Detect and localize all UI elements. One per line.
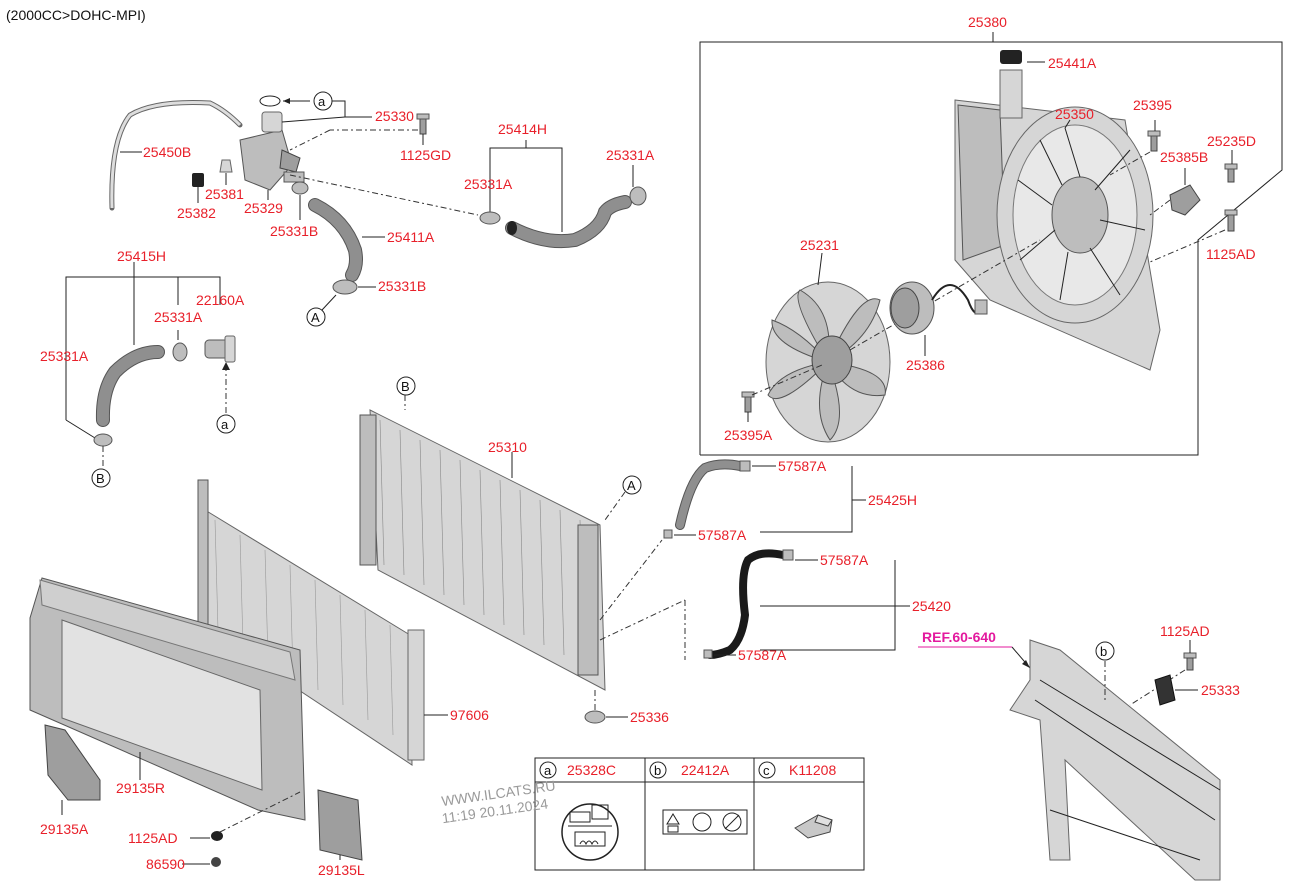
part-25331A-left[interactable]: 25331A bbox=[40, 348, 89, 364]
warning-label-icon bbox=[662, 809, 748, 835]
ref-60-640[interactable]: REF.60-640 bbox=[922, 629, 996, 645]
marker-A-radiator: A bbox=[627, 478, 636, 493]
part-29135R[interactable]: 29135R bbox=[116, 780, 165, 796]
part-1125GD[interactable]: 1125GD bbox=[400, 147, 451, 163]
part-25382[interactable]: 25382 bbox=[177, 205, 216, 221]
bracket-29135L bbox=[317, 789, 363, 861]
part-97606[interactable]: 97606 bbox=[450, 707, 489, 723]
part-25395A[interactable]: 25395A bbox=[724, 427, 773, 443]
part-25330[interactable]: 25330 bbox=[375, 108, 414, 124]
part-57587A-2[interactable]: 57587A bbox=[698, 527, 747, 543]
part-25385B[interactable]: 25385B bbox=[1160, 149, 1208, 165]
part-1125AD-bottom[interactable]: 1125AD bbox=[128, 830, 178, 846]
part-57587A-1[interactable]: 57587A bbox=[778, 458, 827, 474]
fan-shroud-illustration bbox=[954, 50, 1161, 371]
legend-a-key: a bbox=[544, 763, 552, 778]
bolt-25235D bbox=[1224, 163, 1238, 183]
part-25310[interactable]: 25310 bbox=[488, 439, 527, 455]
legend-a-part[interactable]: 25328C bbox=[567, 762, 616, 778]
engine-spec-header: (2000CC>DOHC-MPI) bbox=[6, 7, 146, 23]
legend-c-part[interactable]: K11208 bbox=[789, 762, 836, 778]
part-29135L[interactable]: 29135L bbox=[318, 862, 365, 878]
front-end-carrier-illustration bbox=[1009, 639, 1221, 881]
marker-a-lower: a bbox=[221, 417, 229, 432]
part-25414H[interactable]: 25414H bbox=[498, 121, 547, 137]
part-25441A[interactable]: 25441A bbox=[1048, 55, 1097, 71]
upper-hose-group: 25450B 25329 a 25330 1125GD bbox=[109, 91, 655, 327]
part-25411A[interactable]: 25411A bbox=[387, 229, 435, 245]
bolt-1125AD-fan bbox=[1224, 209, 1238, 232]
bracket-25333 bbox=[1154, 674, 1176, 706]
cap-25382 bbox=[192, 173, 204, 187]
legend-b-key: b bbox=[654, 763, 661, 778]
part-86590[interactable]: 86590 bbox=[146, 856, 185, 872]
part-57587A-4[interactable]: 57587A bbox=[738, 647, 787, 663]
condenser-group: 97606 bbox=[197, 479, 489, 766]
part-25336[interactable]: 25336 bbox=[630, 709, 669, 725]
part-25331B-lower[interactable]: 25331B bbox=[378, 278, 426, 294]
bolt-1125AD-right bbox=[1183, 652, 1197, 671]
drain-plug-25336 bbox=[584, 710, 606, 724]
clip-k11208-icon bbox=[794, 814, 833, 839]
resistor-25385B bbox=[1169, 184, 1201, 216]
marker-B-radiator: B bbox=[401, 379, 410, 394]
marker-b-carrier: b bbox=[1100, 644, 1107, 659]
caution-label-icon bbox=[561, 803, 619, 861]
clamp-25331A-mid bbox=[479, 211, 501, 225]
part-57587A-3[interactable]: 57587A bbox=[820, 552, 869, 568]
part-25329[interactable]: 25329 bbox=[244, 200, 283, 216]
part-25380[interactable]: 25380 bbox=[968, 14, 1007, 30]
part-25420[interactable]: 25420 bbox=[912, 598, 951, 614]
sensor-25381 bbox=[219, 159, 233, 173]
part-25450B[interactable]: 25450B bbox=[143, 144, 191, 160]
clamp-25331B-upper bbox=[291, 181, 309, 195]
radiator-group: 25310 B A 25336 bbox=[359, 376, 686, 725]
carrier-group: REF.60-640 b 1125AD 25333 bbox=[918, 623, 1240, 881]
clamp-25331A-top bbox=[629, 186, 647, 206]
thermostat-housing-illustration bbox=[239, 111, 305, 191]
legend-table: a 25328C b 22412A c K11208 bbox=[534, 757, 865, 871]
legend-b-part[interactable]: 22412A bbox=[681, 762, 730, 778]
atf-hose-group: 57587A 25425H 57587A 57587A 25420 57587A bbox=[663, 458, 951, 663]
clamp-25331B-lower bbox=[332, 279, 358, 295]
part-25331B-upper[interactable]: 25331B bbox=[270, 223, 318, 239]
fitting-22160A bbox=[204, 335, 236, 363]
screw-1125AD-bottom bbox=[211, 831, 223, 841]
fan-motor-illustration bbox=[889, 281, 988, 335]
part-1125AD-right[interactable]: 1125AD bbox=[1160, 623, 1210, 639]
marker-A-top: A bbox=[311, 310, 320, 325]
part-25331A-inner[interactable]: 25331A bbox=[154, 309, 203, 325]
part-22160A[interactable]: 22160A bbox=[196, 292, 245, 308]
part-25331A-top[interactable]: 25331A bbox=[606, 147, 655, 163]
part-25381[interactable]: 25381 bbox=[205, 186, 244, 202]
marker-a-top: a bbox=[318, 94, 326, 109]
bolt-1125GD bbox=[416, 113, 430, 135]
bolt-25395 bbox=[1147, 130, 1161, 152]
lower-hose-group: 25415H 22160A 25331A 25331A a B bbox=[40, 248, 245, 488]
part-25415H[interactable]: 25415H bbox=[117, 248, 166, 264]
part-25231[interactable]: 25231 bbox=[800, 237, 839, 253]
legend-c-key: c bbox=[763, 763, 770, 778]
part-25386[interactable]: 25386 bbox=[906, 357, 945, 373]
part-25395[interactable]: 25395 bbox=[1133, 97, 1172, 113]
o-ring bbox=[259, 95, 281, 107]
air-guard-group: 29135R 29135A 29135L 1125AD 86590 bbox=[29, 577, 365, 878]
nut-86590 bbox=[211, 857, 221, 867]
part-25425H[interactable]: 25425H bbox=[868, 492, 917, 508]
fan-shroud-group: 25380 25441A 25350 bbox=[699, 14, 1283, 456]
marker-B-left: B bbox=[96, 471, 105, 486]
part-29135A[interactable]: 29135A bbox=[40, 821, 89, 837]
part-25331A-mid[interactable]: 25331A bbox=[464, 176, 513, 192]
part-25350[interactable]: 25350 bbox=[1055, 106, 1094, 122]
part-1125AD-fan[interactable]: 1125AD bbox=[1206, 246, 1256, 262]
part-25235D[interactable]: 25235D bbox=[1207, 133, 1256, 149]
fan-blade-illustration bbox=[765, 281, 891, 443]
bracket-29135A bbox=[44, 724, 101, 801]
part-25333[interactable]: 25333 bbox=[1201, 682, 1240, 698]
